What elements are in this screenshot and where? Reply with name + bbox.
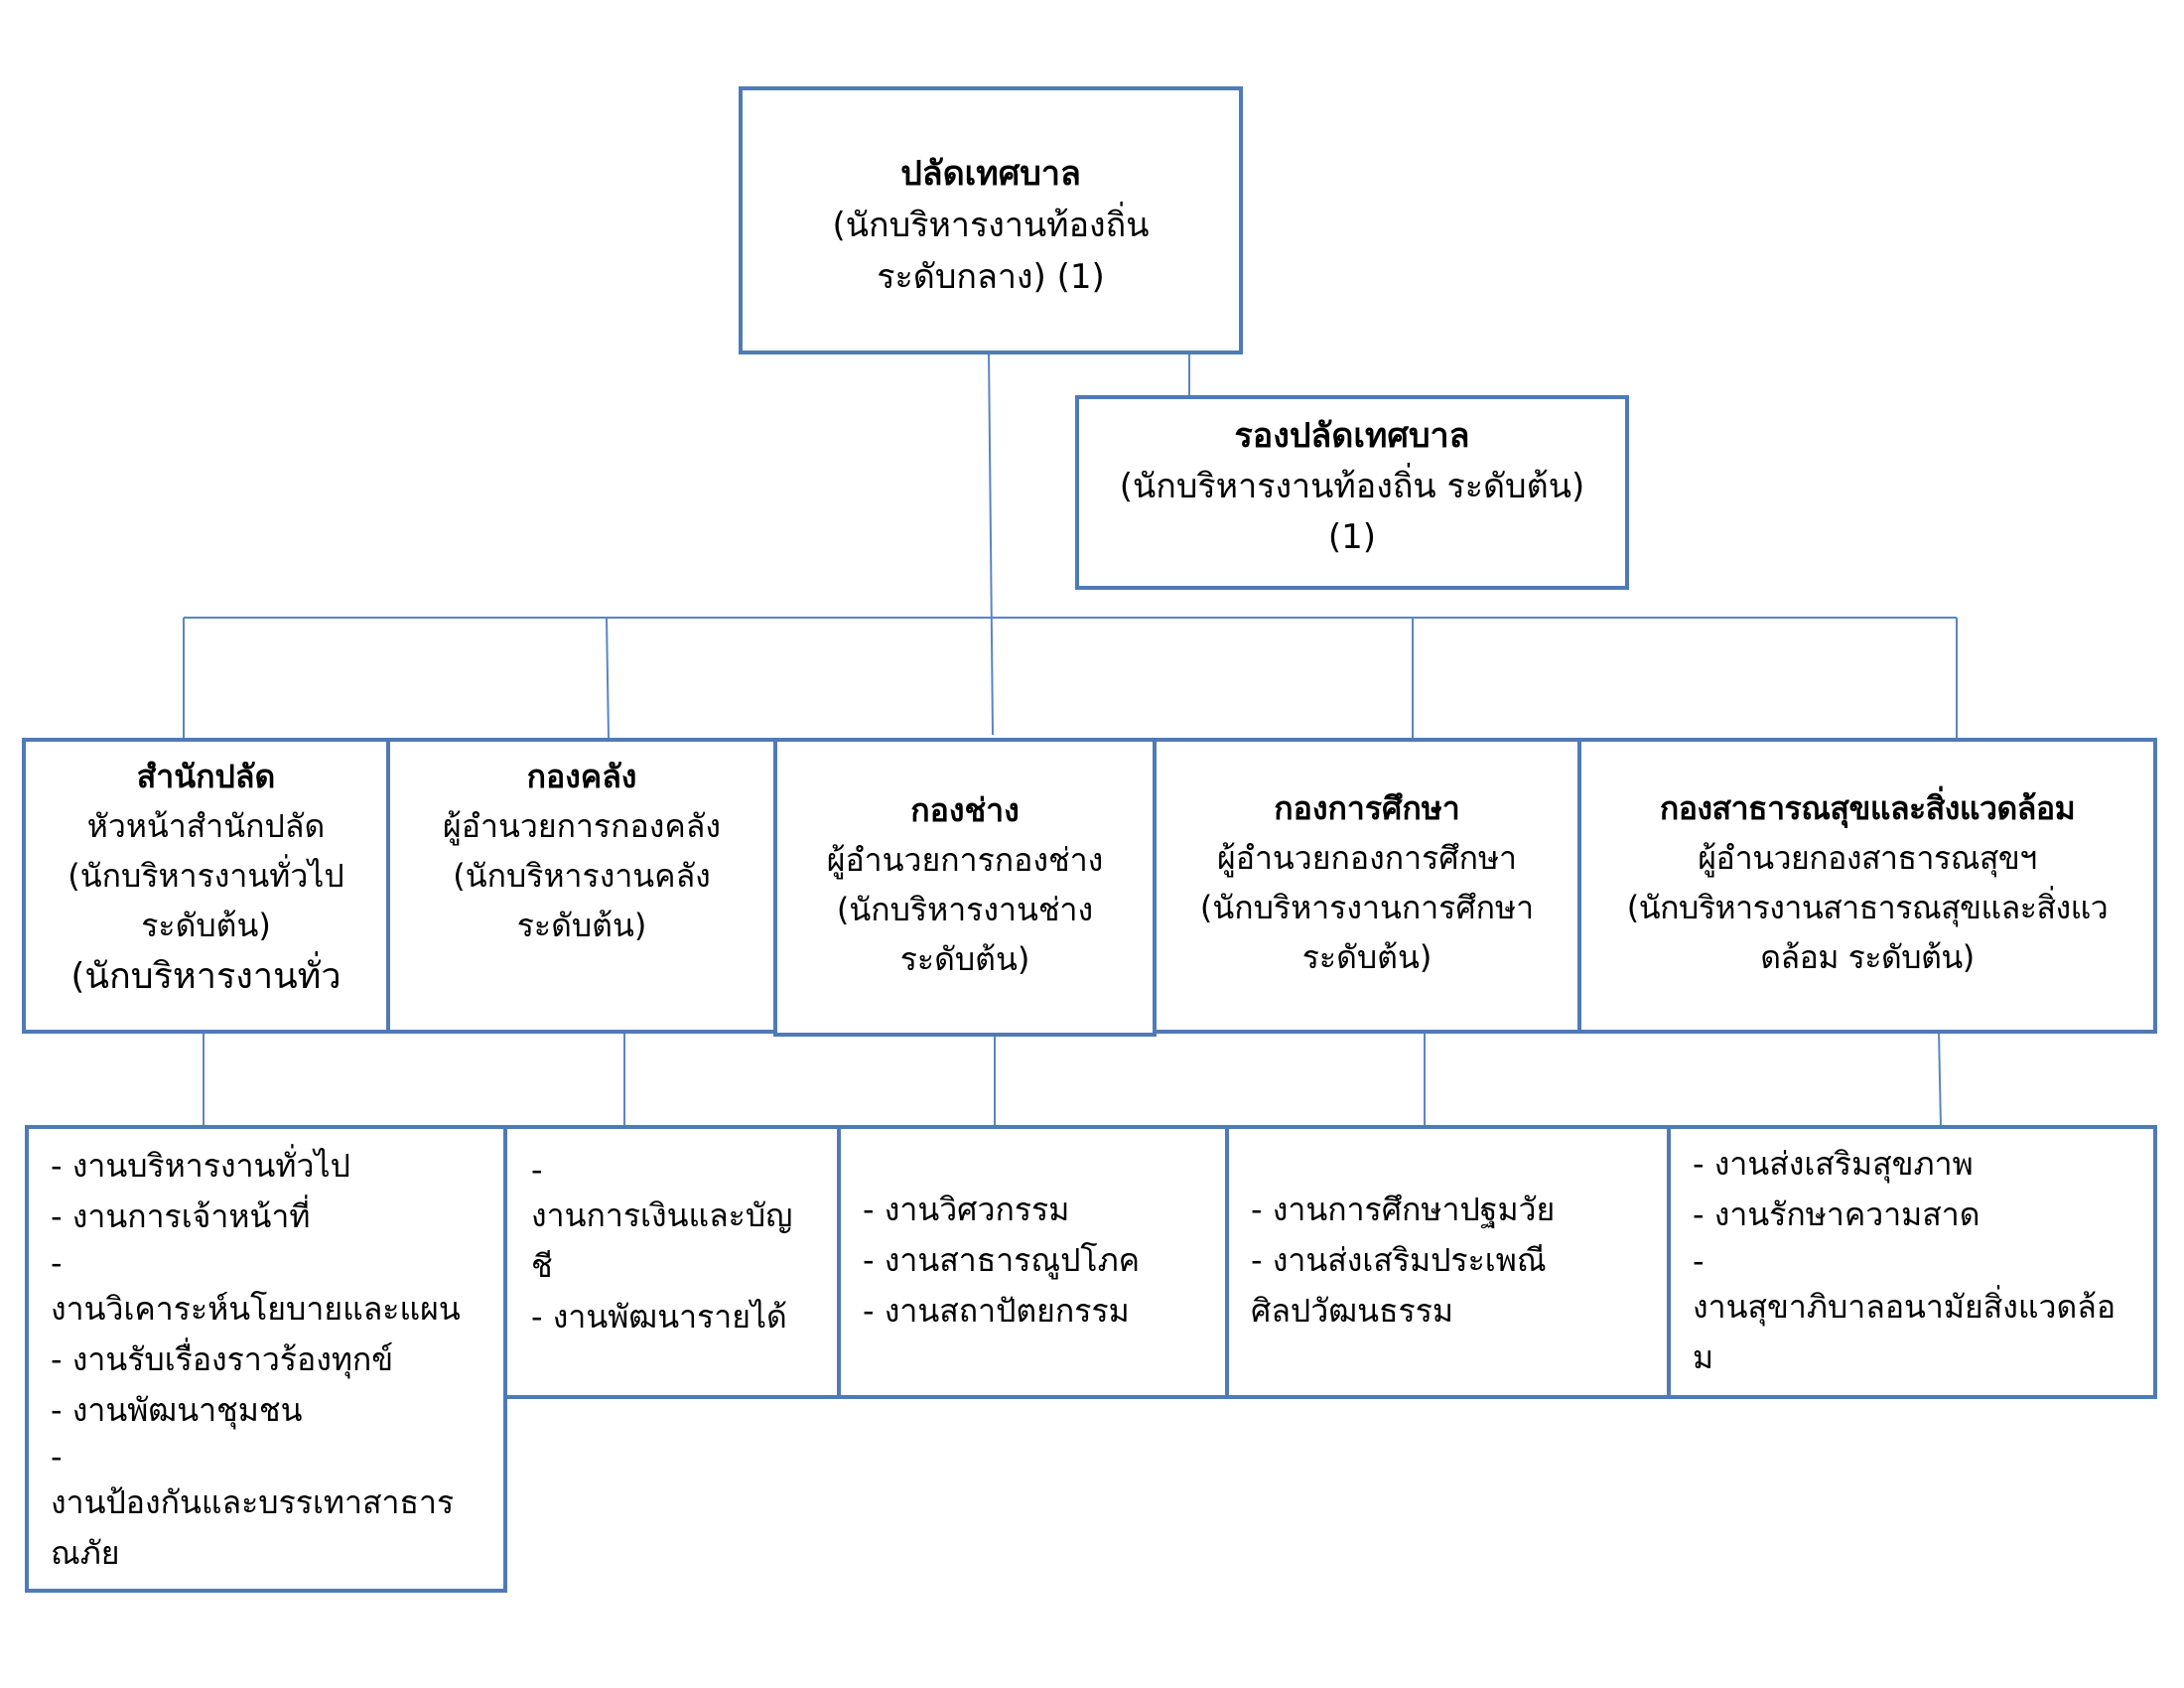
unit-item: ณภัย: [51, 1534, 120, 1572]
unit-item: งานการเงินและบัญ: [531, 1196, 793, 1234]
municipal-clerk-line: ระดับกลาง) (1): [877, 257, 1105, 297]
unit-item: - งานสถาปัตยกรรม: [863, 1292, 1130, 1330]
unit-item: - งานพัฒนาชุมชน: [51, 1391, 303, 1429]
department-box-public-health: กองสาธารณสุขและสิ่งแวดล้อม ผู้อำนวยกองสา…: [1577, 738, 2157, 1034]
department-line: (นักบริหารงานทั่ว: [70, 956, 341, 997]
unit-item: -: [1693, 1242, 1705, 1280]
deputy-clerk-box: รองปลัดเทศบาล (นักบริหารงานท้องถิ่น ระดั…: [1075, 395, 1629, 590]
unit-item: - งานพัฒนารายได้: [531, 1298, 787, 1336]
unit-item: -: [51, 1244, 63, 1282]
unit-item: - งานส่งเสริมประเพณี: [1251, 1241, 1547, 1279]
municipal-clerk-title: ปลัดเทศบาล: [900, 154, 1081, 194]
department-line: ระดับต้น): [1301, 938, 1433, 976]
unit-item: งานสุขาภิบาลอนามัยสิ่งแวดล้อ: [1693, 1288, 2116, 1326]
units-box-public-health: - งานส่งเสริมสุขภาพ - งานรักษาความสาด - …: [1667, 1125, 2157, 1399]
department-box-finance: กองคลัง ผู้อำนวยการกองคลัง (นักบริหารงาน…: [386, 738, 777, 1034]
unit-item: - งานการศึกษาปฐมวัย: [1251, 1191, 1556, 1228]
department-title: กองสาธารณสุขและสิ่งแวดล้อม: [1659, 789, 2076, 827]
department-line: (นักบริหารงานการศึกษา: [1199, 889, 1535, 926]
connector-top-to-branch: [988, 351, 994, 736]
department-title: กองช่าง: [910, 791, 1020, 829]
unit-item: - งานส่งเสริมสุขภาพ: [1693, 1145, 1974, 1183]
department-line: (นักบริหารงานคลัง: [453, 857, 711, 895]
unit-item: ศิลปวัฒนธรรม: [1251, 1292, 1453, 1330]
department-line: ระดับต้น): [141, 907, 271, 944]
unit-item: - งานรับเรื่องราวร้องทุกข์: [51, 1340, 394, 1378]
unit-item: - งานบริหารงานทั่วไป: [51, 1147, 350, 1185]
department-line: ระดับต้น): [899, 940, 1030, 978]
connector-branch-dept-2: [606, 617, 610, 739]
department-line: ผู้อำนวยการกองช่าง: [826, 841, 1104, 879]
municipal-clerk-box: ปลัดเทศบาล (นักบริหารงานท้องถิ่น ระดับกล…: [739, 86, 1243, 354]
municipal-clerk-line: (นักบริหารงานท้องถิ่น: [832, 206, 1150, 245]
unit-item: ม: [1693, 1338, 1714, 1376]
connector-dept-5-units: [1938, 1030, 1942, 1128]
department-box-education: กองการศึกษา ผู้อำนวยกองการศึกษา (นักบริห…: [1153, 738, 1581, 1034]
unit-item: - งานรักษาความสาด: [1693, 1196, 1980, 1233]
units-box-office-clerk: - งานบริหารงานทั่วไป - งานการเจ้าหน้าที่…: [25, 1125, 507, 1593]
deputy-clerk-title: รองปลัดเทศบาล: [1234, 416, 1470, 456]
unit-item: งานป้องกันและบรรเทาสาธาร: [51, 1483, 455, 1521]
units-box-finance: - งานการเงินและบัญ ชี - งานพัฒนารายได้: [503, 1125, 841, 1399]
department-title: สำนักปลัด: [136, 758, 276, 795]
unit-item: -: [51, 1438, 63, 1476]
units-box-education: - งานการศึกษาปฐมวัย - งานส่งเสริมประเพณี…: [1225, 1125, 1671, 1399]
department-line: ผู้อำนวยกองการศึกษา: [1216, 839, 1518, 877]
units-box-engineering: - งานวิศวกรรม - งานสาธารณูปโภค - งานสถาป…: [837, 1125, 1229, 1399]
department-line: ผู้อำนวยกองสาธารณสุขฯ: [1698, 839, 2037, 877]
department-line: หัวหน้าสำนักปลัด: [86, 807, 326, 845]
unit-item: ชี: [531, 1247, 553, 1285]
department-box-engineering: กองช่าง ผู้อำนวยการกองช่าง (นักบริหารงาน…: [773, 738, 1157, 1037]
unit-item: - งานสาธารณูปโภค: [863, 1241, 1141, 1279]
deputy-clerk-line: (นักบริหารงานท้องถิ่น ระดับต้น): [1119, 467, 1585, 506]
unit-item: - งานการเจ้าหน้าที่: [51, 1197, 311, 1235]
unit-item: - งานวิศวกรรม: [863, 1191, 1070, 1228]
unit-item: -: [531, 1151, 543, 1189]
deputy-clerk-line: (1): [1327, 517, 1377, 557]
department-line: ระดับต้น): [516, 907, 647, 944]
department-line: ผู้อำนวยการกองคลัง: [443, 807, 721, 845]
department-line: (นักบริหารงานสาธารณสุขและสิ่งแว: [1626, 889, 2109, 926]
department-title: กองคลัง: [526, 758, 637, 795]
department-title: กองการศึกษา: [1274, 789, 1460, 827]
department-line: (นักบริหารงานทั่วไป: [68, 857, 344, 895]
unit-item: งานวิเคาระห์นโยบายและแผน: [51, 1290, 461, 1328]
department-box-office-clerk: สำนักปลัด หัวหน้าสำนักปลัด (นักบริหารงาน…: [22, 738, 390, 1034]
department-line: ดล้อม ระดับต้น): [1760, 938, 1975, 976]
department-line: (นักบริหารงานช่าง: [836, 891, 1094, 928]
